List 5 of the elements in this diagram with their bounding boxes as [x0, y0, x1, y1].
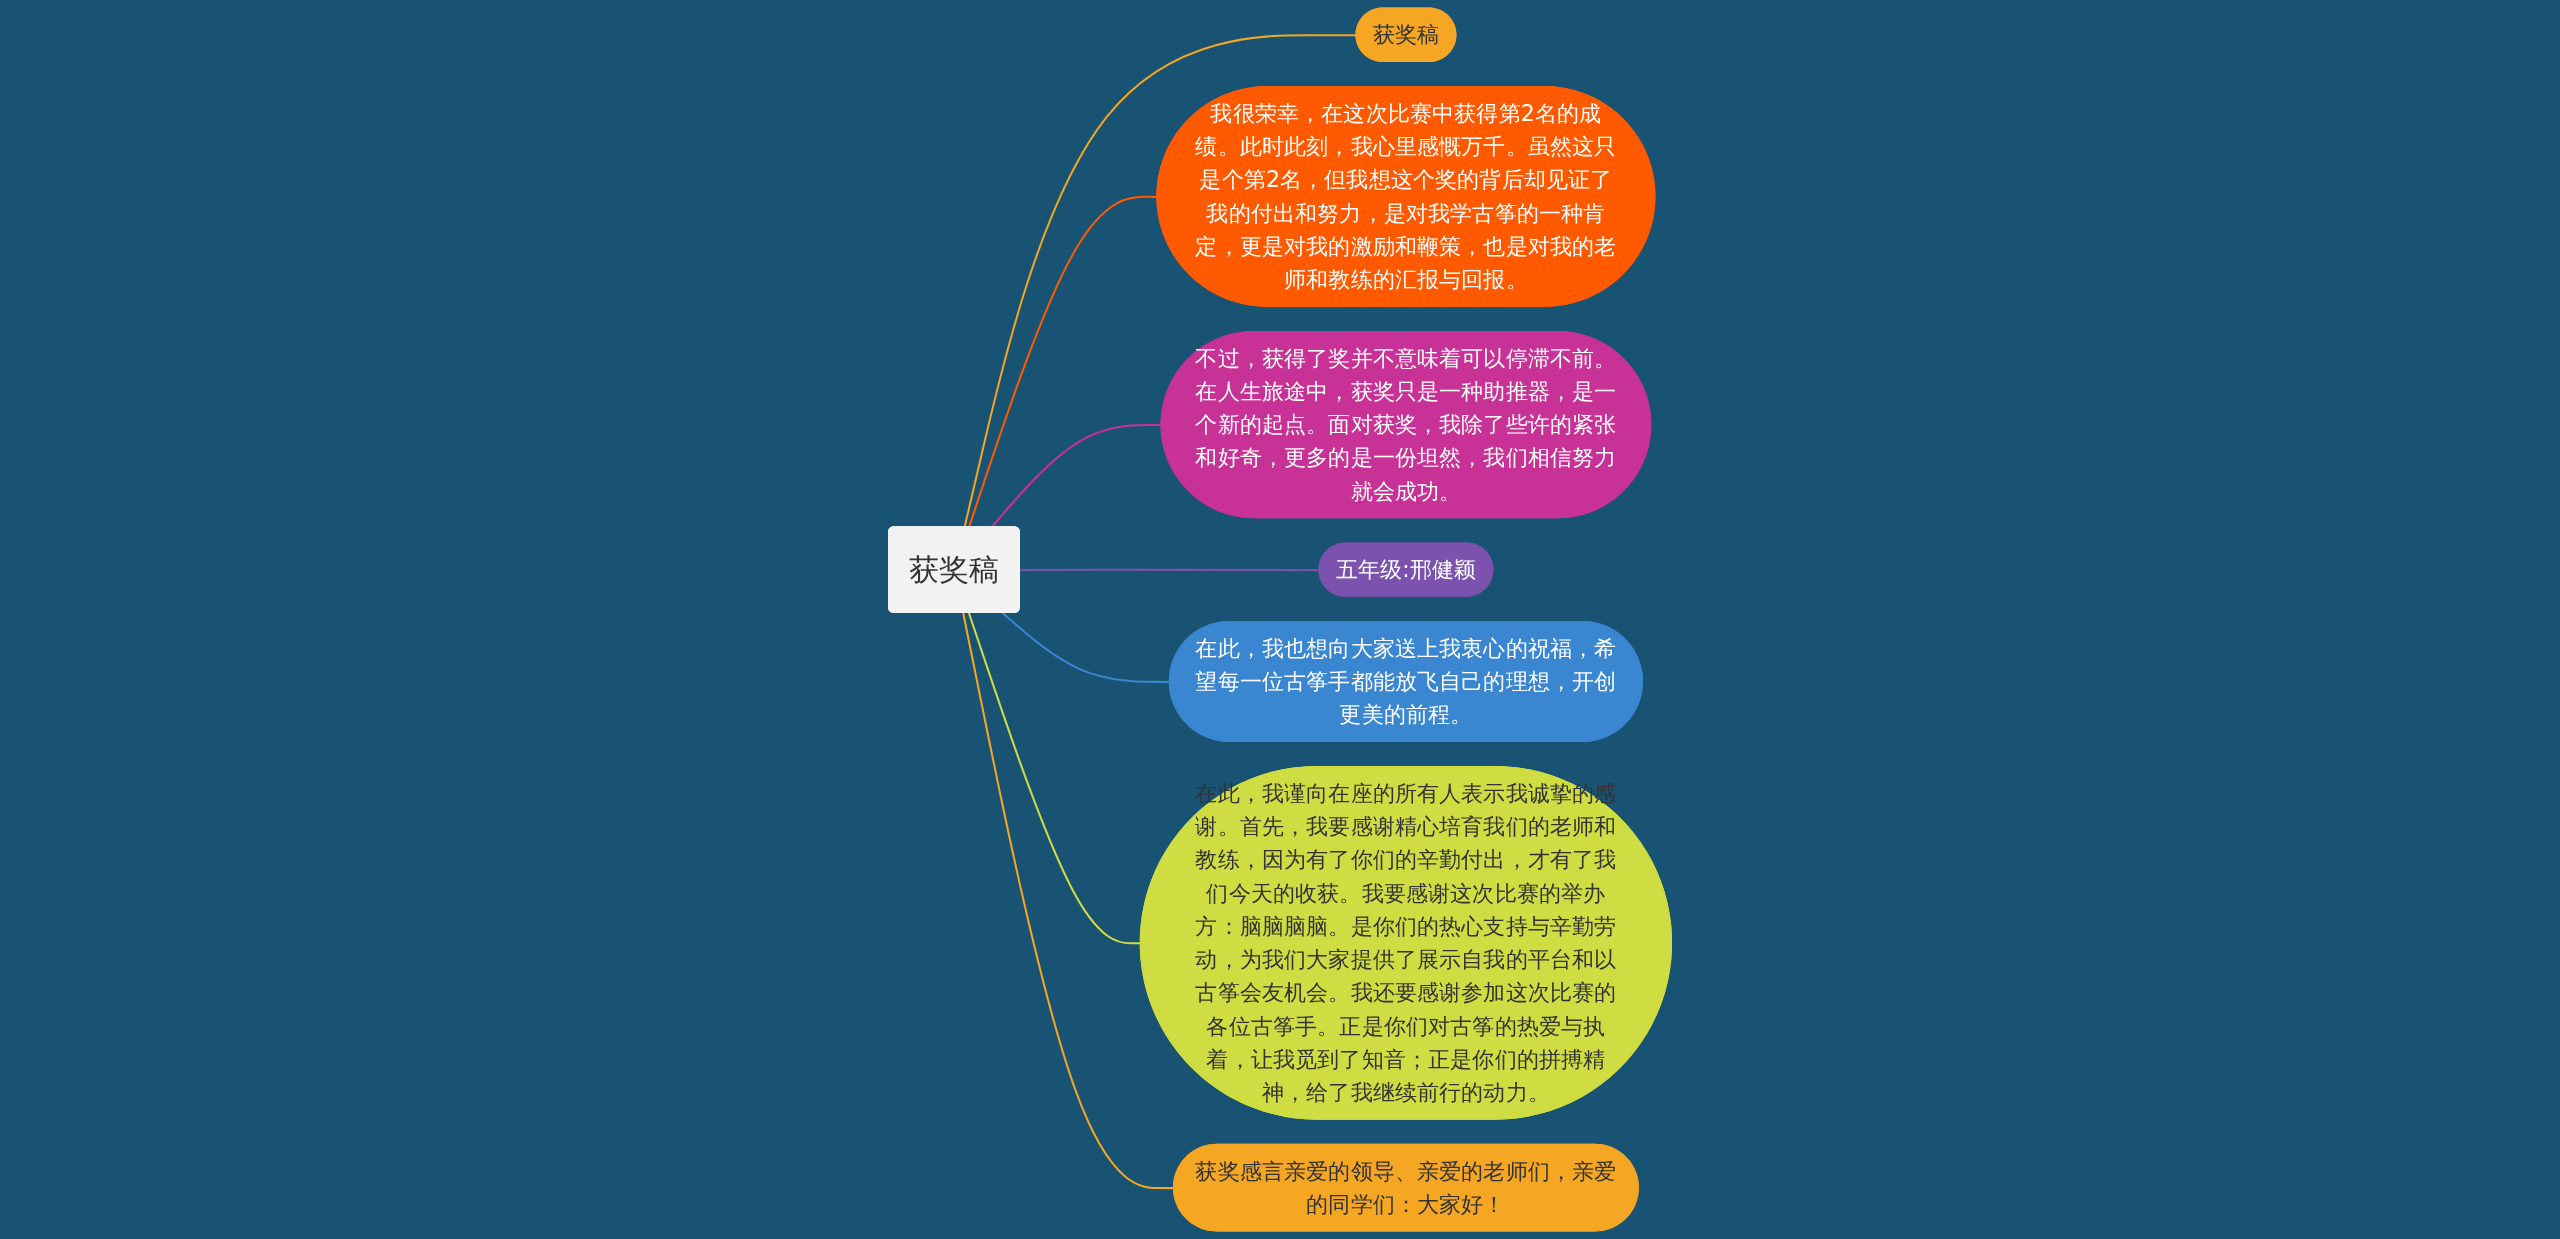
connector [990, 424, 1162, 528]
connector [1002, 612, 1170, 683]
connector [963, 34, 1357, 528]
connector [967, 612, 1141, 945]
connector [962, 612, 1174, 1190]
